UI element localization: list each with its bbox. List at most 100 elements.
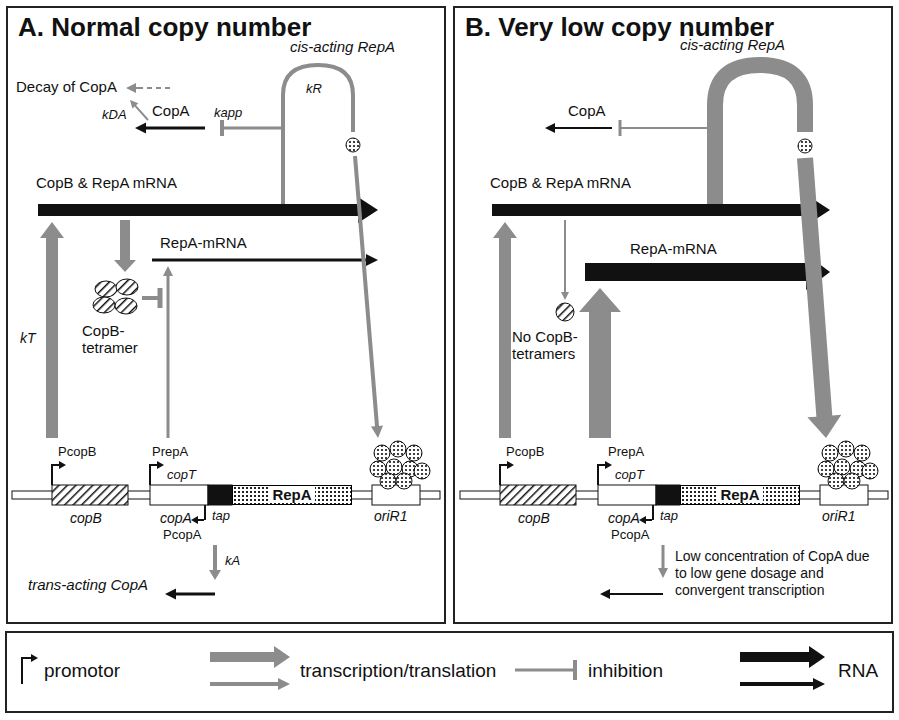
label: PcopB [58, 443, 96, 460]
label: copB [70, 510, 102, 527]
arrow [210, 646, 290, 668]
gene-segment: RepA [232, 485, 352, 505]
line [515, 669, 575, 672]
label: CopB & RepA mRNA [36, 174, 177, 191]
cis-RepA-arc [283, 65, 353, 204]
label: tap [660, 507, 678, 524]
copB-gene [52, 485, 128, 505]
RepA-complex [374, 445, 390, 461]
arrow [600, 589, 663, 599]
label: copA [608, 510, 640, 527]
label: kapp [214, 104, 242, 121]
RepA-complex [406, 445, 422, 461]
legend-text: RNA [838, 660, 878, 682]
arrow [353, 156, 383, 438]
arrow [579, 288, 621, 438]
arrow [58, 461, 66, 469]
label: kR [306, 80, 322, 97]
CopB-tetramer [116, 279, 138, 295]
label: kT [20, 330, 36, 347]
arrow [639, 516, 647, 524]
RepA-complex [822, 445, 838, 461]
label: CopB- tetramer [82, 322, 157, 356]
arrow [40, 222, 64, 438]
label: copA [160, 510, 192, 527]
label: RepA-mRNA [160, 234, 247, 251]
label: Low concentration of CopA due to low gen… [675, 548, 880, 599]
RepA-complex [838, 441, 854, 457]
arrow [38, 197, 378, 223]
label: kA [225, 552, 240, 569]
label: cis-acting RepA [680, 36, 785, 53]
label: trans-acting CopA [28, 576, 148, 593]
arrow [130, 100, 149, 121]
arrow [740, 678, 825, 690]
RepA-complex [390, 441, 406, 457]
arrow [165, 589, 215, 600]
arrow [114, 220, 136, 272]
arrow [740, 646, 825, 668]
dashed-line [138, 87, 170, 89]
line [142, 296, 160, 300]
line [619, 120, 622, 136]
RepA-complex [380, 473, 396, 489]
label: PcopA [611, 526, 649, 543]
label: PcopA [163, 526, 201, 543]
label: oriR1 [822, 508, 855, 525]
arrow [585, 254, 830, 290]
RepA-complex [414, 463, 430, 479]
oriR1-site [820, 485, 868, 505]
arrow [209, 545, 221, 580]
RepA-complex [844, 473, 860, 489]
RepA-complex [828, 473, 844, 489]
panel-title: A. Normal copy number [18, 12, 311, 43]
arrow [561, 220, 569, 300]
line [220, 120, 224, 136]
label: copT [167, 466, 196, 483]
arrow [210, 678, 290, 690]
arrow [135, 123, 205, 134]
RepA-complex [862, 463, 878, 479]
panel: A. Normal copy numberRepA [6, 6, 446, 624]
gene-name: RepA [269, 487, 314, 503]
RepA-complex [854, 445, 870, 461]
arrow [545, 123, 612, 133]
line [204, 505, 206, 520]
CopB-tetramer [95, 281, 117, 297]
line [652, 505, 654, 520]
label: CopA [568, 102, 606, 119]
line [573, 660, 577, 680]
line [620, 127, 715, 129]
legend-frame [6, 632, 893, 712]
label: cis-acting RepA [290, 38, 395, 55]
panel: B. Very low copy numberRepA [453, 6, 893, 624]
arrow [156, 461, 164, 469]
arrow [604, 461, 612, 469]
line [597, 465, 599, 485]
oriR1-site [372, 485, 420, 505]
arrow [658, 545, 668, 578]
label: PrepA [152, 443, 188, 460]
RepA-protein [346, 138, 360, 152]
label: kDA [102, 106, 127, 123]
RepA-protein [798, 139, 812, 153]
label: CopA [152, 102, 190, 119]
label: Decay of CopA [16, 78, 117, 95]
line [21, 658, 23, 684]
label: tap [212, 507, 230, 524]
cis-RepA-arc [715, 65, 805, 204]
label: PcopB [506, 443, 544, 460]
gene-segment: RepA [680, 485, 800, 505]
line [149, 465, 151, 485]
label: No CopB- tetramers [512, 328, 584, 362]
label: RepA-mRNA [630, 240, 717, 257]
label: copT [615, 466, 644, 483]
label: copB [518, 510, 550, 527]
line [222, 127, 283, 130]
arrow [28, 654, 38, 662]
line [499, 465, 501, 485]
CopB-tetramer [93, 297, 115, 313]
CopB-monomer [556, 303, 574, 321]
arrow [152, 254, 378, 266]
